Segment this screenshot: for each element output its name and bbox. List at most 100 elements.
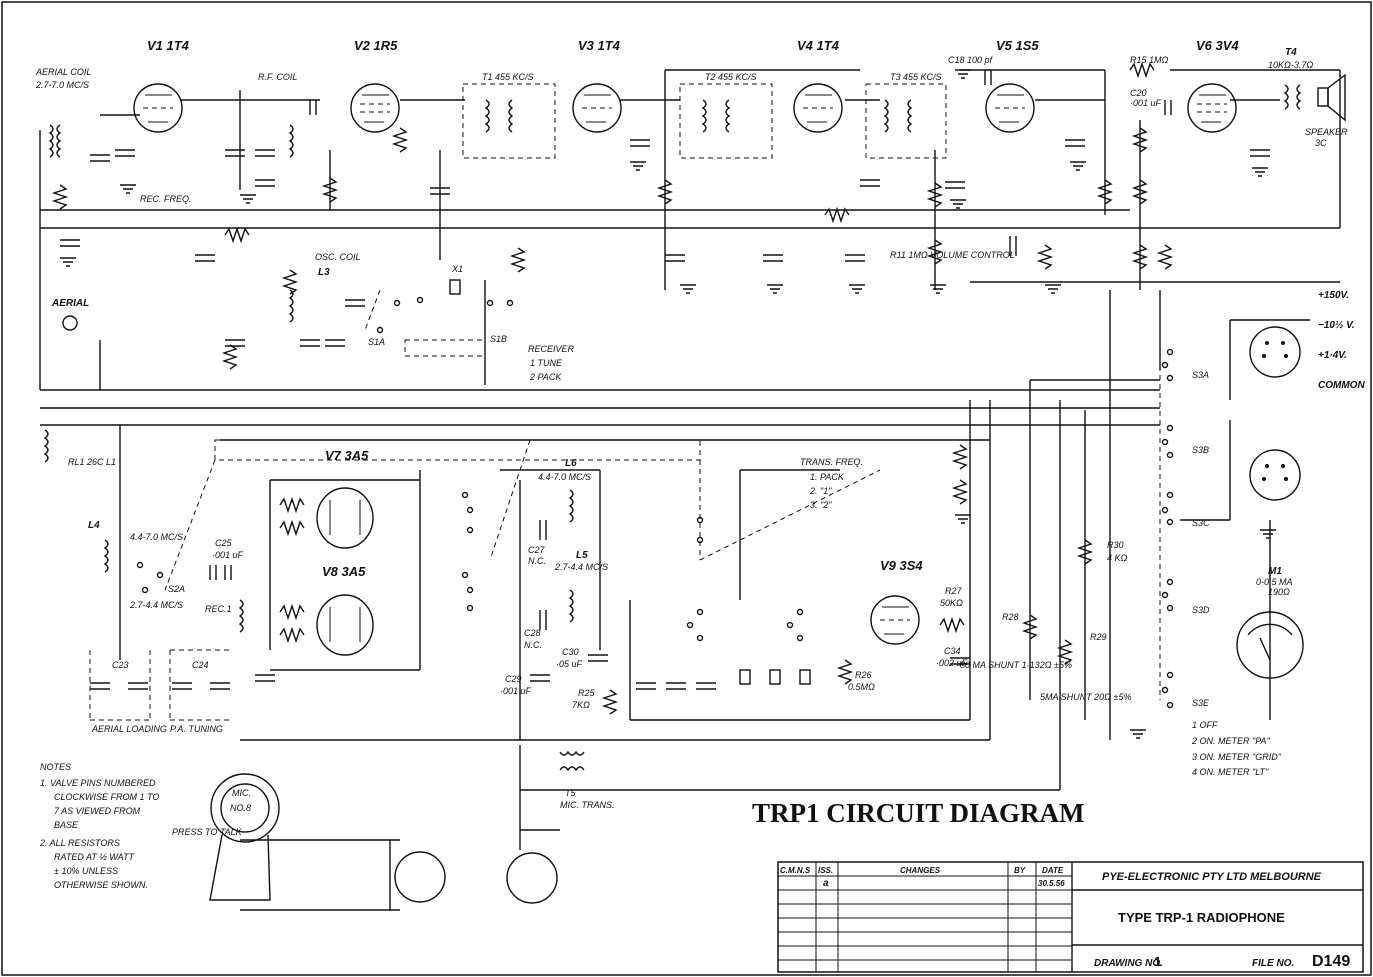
s3e-label: S3E: [1192, 698, 1210, 708]
if-transformer-t1: [462, 83, 556, 159]
mic-label: MIC.: [232, 788, 251, 798]
speaker-icon: [1317, 73, 1346, 122]
tube-v1: [133, 83, 183, 133]
resistor-symbols: [51, 61, 1174, 715]
drawing-number: 1: [1154, 954, 1161, 969]
microphone-icon: [209, 773, 280, 901]
s3a-label: S3A: [1192, 370, 1209, 380]
mic-connector-socket: [394, 851, 446, 903]
if-transformer-t2: [679, 83, 773, 159]
notes-line: 1. VALVE PINS NUMBERED: [40, 778, 156, 788]
m1-ohm: 190Ω: [1268, 587, 1290, 597]
aerial-terminal: [62, 315, 78, 331]
c34-label: C34: [944, 646, 961, 656]
notes-line: CLOCKWISE FROM 1 TO: [54, 792, 159, 802]
l6-label: L6: [565, 458, 577, 469]
notes-line: BASE: [54, 820, 79, 830]
osc-coil-label: OSC. COIL: [315, 252, 361, 262]
c20-label: C20: [1130, 88, 1147, 98]
meter-legend-4: 4 ON. METER "LT": [1192, 767, 1269, 777]
drawing-label: DRAWING NO.: [1094, 958, 1163, 969]
col-changes: CHANGES: [900, 866, 941, 875]
title-block: C.M.N.S ISS. CHANGES BY DATE a 30.5.56 P…: [777, 861, 1364, 973]
date-value: 30.5.56: [1038, 879, 1065, 888]
m1-label: M1: [1268, 566, 1282, 577]
crystal-symbols: [449, 279, 811, 685]
tube-v3: [572, 83, 622, 133]
notes-line: ± 10% UNLESS: [54, 866, 118, 876]
tube-v9: [870, 595, 920, 645]
l4-freq-high: 4.4-7.0 MC/S: [130, 532, 183, 542]
r26-label: R26: [855, 670, 872, 680]
notes-line: 2. ALL RESISTORS: [39, 838, 120, 848]
common-label: COMMON: [1318, 380, 1365, 391]
notes-line: NOTES: [40, 762, 71, 772]
s3d-label: S3D: [1192, 605, 1210, 615]
s3c-label: S3C: [1192, 518, 1210, 528]
trans-freq-3: 3. "2": [810, 500, 832, 510]
speaker-label: SPEAKER: [1305, 127, 1348, 137]
tube-v7: [316, 487, 374, 549]
r28-label: R28: [1002, 612, 1019, 622]
c18-label: C18 100 pf: [948, 55, 994, 65]
l3-label: L3: [318, 267, 330, 278]
x1-label: X1: [451, 264, 463, 274]
ground-symbols: [60, 69, 1276, 739]
press-to-talk-label: PRESS TO TALK: [172, 827, 243, 837]
switch-gang-dashes: [89, 289, 1161, 721]
trans-freq-1: 1. PACK: [810, 472, 845, 482]
trans-freq-label: TRANS. FREQ.: [800, 457, 863, 467]
c30-value: ·05 uF: [556, 659, 583, 669]
c27-nc: N.C.: [528, 556, 546, 566]
meter-legend-2: 2 ON. METER "PA": [1191, 736, 1271, 746]
l4-freq-low: 2.7-4.4 MC/S: [129, 600, 183, 610]
receiver-label: RECEIVER: [528, 344, 575, 354]
s2a-label: S2A: [168, 584, 185, 594]
meter-legend-3: 3 ON. METER "GRID": [1192, 752, 1282, 762]
tube-v4: [793, 83, 843, 133]
tube-v5: [985, 83, 1035, 133]
tube-v2: [350, 83, 400, 133]
r25-value: 7KΩ: [572, 700, 590, 710]
receiver-2: 2 PACK: [529, 372, 562, 382]
aerial-label: AERIAL: [51, 298, 89, 309]
c25-label: C25: [215, 538, 233, 548]
r27-value: 50KΩ: [940, 598, 963, 608]
tube-label-v2: V2 1R5: [354, 38, 398, 53]
tube-label-v6: V6 3V4: [1196, 38, 1239, 53]
c25-value: ·001 uF: [212, 550, 244, 560]
r15-label: R15 1MΩ: [1130, 55, 1169, 65]
c34-value: ·002 uF: [936, 658, 968, 668]
mic-number: NO.8: [230, 803, 251, 813]
c28-nc: N.C.: [524, 640, 542, 650]
m1-range: 0-0.5 MA: [1256, 577, 1293, 587]
t1-label: T1 455 KC/S: [482, 72, 534, 82]
rf-coil-label: R.F. COIL: [258, 72, 297, 82]
c27-label: C27: [528, 545, 546, 555]
t4-label: T4: [1285, 47, 1297, 58]
meter-legend-1: 1 OFF: [1192, 720, 1218, 730]
if-transformer-t3: [865, 83, 947, 159]
plus-150v-label: +150V.: [1318, 290, 1349, 301]
type-name: TYPE TRP-1 RADIOPHONE: [1118, 910, 1285, 925]
notes-line: 7 AS VIEWED FROM: [54, 806, 141, 816]
c23-label: C23: [112, 660, 129, 670]
c30-label: C30: [562, 647, 579, 657]
c29-label: C29: [505, 674, 522, 684]
tube-label-v9: V9 3S4: [880, 558, 923, 573]
r29-text: 5MA SHUNT 20Ω ±5%: [1040, 692, 1131, 702]
tube-v6: [1187, 83, 1237, 133]
tube-v8: [316, 594, 374, 656]
tube-label-v7: V7 3A5: [325, 448, 369, 463]
col-cmns: C.M.N.S: [780, 866, 811, 875]
l5-freq: 2.7-4.4 MC/S: [554, 562, 608, 572]
c28-label: C28: [524, 628, 541, 638]
t5-label: T5: [565, 788, 576, 798]
rec-freq-label: REC. FREQ.: [140, 194, 192, 204]
r25-label: R25: [578, 688, 596, 698]
meter-m1: [1236, 611, 1304, 679]
rec1-label: REC.1: [205, 604, 232, 614]
minus-10v-label: −10½ V.: [1318, 320, 1355, 331]
